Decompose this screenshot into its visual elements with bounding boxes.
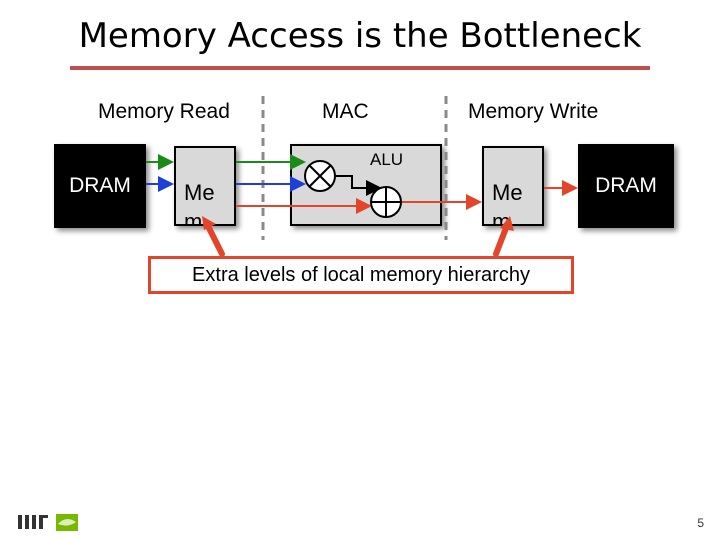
callout-arrow-right [493,216,514,257]
multiply-icon [304,160,336,192]
stage-label-mac: MAC [322,100,369,123]
alu-label: ALU [370,150,404,169]
mem-block-right: Me m [482,146,544,226]
stage-label-memory-write: Memory Write [468,100,599,123]
slide-title: Memory Access is the Bottleneck [78,16,642,56]
title-underline [70,66,650,70]
add-icon [370,186,402,218]
mit-logo-icon [18,515,48,529]
wire-mult-to-adder [336,175,382,196]
callout-arrow-left [202,216,225,257]
nvidia-logo-icon [56,514,78,531]
stage-label-memory-read: Memory Read [98,100,230,123]
mem-block-left: Me m [174,146,236,226]
callout-box: Extra levels of local memory hierarchy [148,256,574,294]
dram-block-left: DRAM [54,144,146,228]
dram-block-right: DRAM [578,144,674,228]
page-number: 5 [697,516,704,530]
